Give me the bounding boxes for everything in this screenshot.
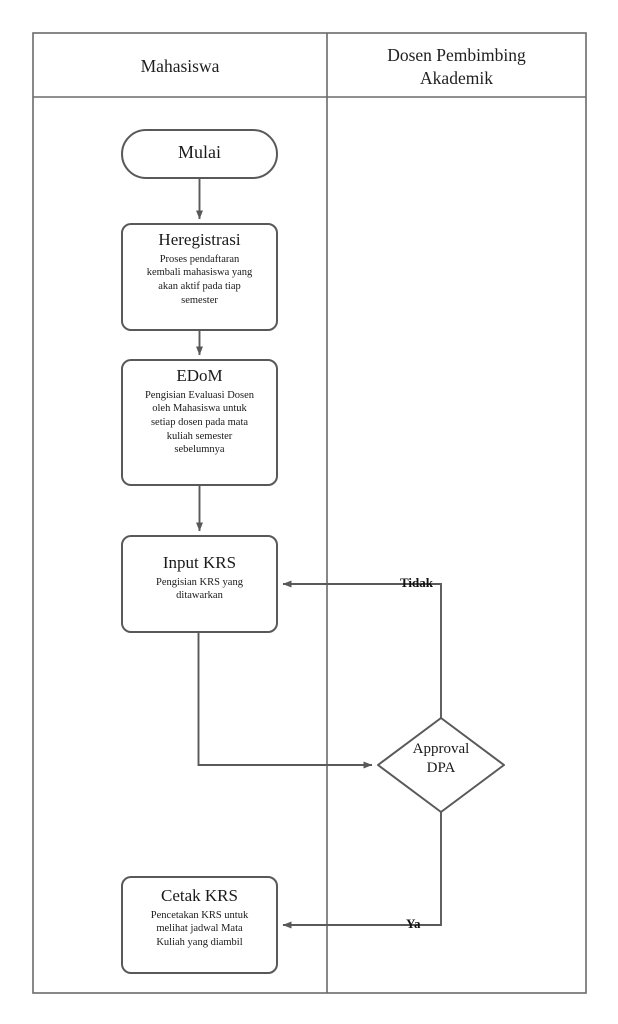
edge-label-ya: Ya [406, 916, 421, 931]
node-edom-label: EDoM Pengisian Evaluasi Dosen oleh Mahas… [122, 366, 277, 457]
lane-title-mahasiswa: Mahasiswa [140, 56, 220, 76]
node-approval-title-line2: DPA [426, 759, 456, 776]
nodes [121, 129, 505, 974]
node-cetak-krs-desc-line1: Pencetakan KRS untuk [150, 909, 249, 921]
node-cetak-krs-desc: Pencetakan KRS untuk melihat jadwal Mata… [122, 909, 277, 950]
node-heregistrasi-shape [121, 223, 278, 331]
node-heregistrasi-desc: Proses pendaftaran kembali mahasiswa yan… [122, 253, 277, 308]
node-heregistrasi-desc-line1: Proses pendaftaran [159, 253, 240, 265]
node-approval-title-line1: Approval [412, 741, 470, 757]
node-cetak-krs-desc-line2: melihat jadwal Mata [156, 923, 243, 935]
node-start-label: Mulai [122, 142, 277, 164]
node-input-krs-desc-line1: Pengisian KRS yang [156, 576, 243, 588]
lane-title-dpa-line1: Dosen Pembimbing [387, 45, 526, 65]
lane-title-dpa-line2: Akademik [420, 68, 493, 89]
node-edom-desc: Pengisian Evaluasi Dosen oleh Mahasiswa … [122, 389, 277, 457]
node-edom-desc-line5: sebelumnya [174, 444, 225, 456]
node-edom-shape [121, 359, 278, 486]
edge-approval-input-krs [282, 580, 442, 718]
node-edom-desc-line2: oleh Mahasiswa untuk [152, 403, 247, 415]
node-cetak-krs-title: Cetak KRS [161, 886, 238, 905]
node-cetak-krs-desc-line3: Kuliah yang diambil [156, 937, 243, 949]
node-heregistrasi-title: Heregistrasi [158, 230, 241, 249]
edge-label-tidak: Tidak [400, 575, 434, 590]
node-approval-label: Approval DPA [378, 740, 504, 778]
node-heregistrasi-label: Heregistrasi Proses pendaftaran kembali … [122, 230, 277, 307]
node-input-krs-title: Input KRS [162, 553, 237, 572]
node-cetak-krs-label: Cetak KRS Pencetakan KRS untuk melihat j… [122, 886, 277, 950]
node-edom-desc-line3: setiap dosen pada mata [150, 417, 249, 429]
swimlane-frame [32, 32, 587, 994]
node-input-krs-label: Input KRS Pengisian KRS yang ditawarkan [122, 553, 277, 603]
lane-title-dpa: Dosen Pembimbing Akademik [327, 44, 586, 90]
node-approval-shape [377, 717, 505, 813]
node-edom-desc-line4: kuliah semester [166, 430, 233, 442]
node-edom-title: EDoM [176, 366, 223, 385]
node-heregistrasi-desc-line4: semester [181, 294, 218, 306]
node-input-krs-shape [121, 535, 278, 633]
node-start-title: Mulai [178, 142, 221, 162]
node-edom-desc-line1: Pengisian Evaluasi Dosen [144, 389, 255, 401]
node-input-krs-desc-line2: ditawarkan [176, 590, 223, 602]
node-heregistrasi-desc-line3: akan aktif pada tiap [158, 281, 241, 293]
edge-approval-cetak-krs [282, 812, 442, 929]
node-cetak-krs-shape [121, 876, 278, 974]
node-start-shape [121, 129, 278, 179]
edge-input-krs-approval [197, 632, 373, 769]
connectors [196, 178, 442, 929]
node-input-krs-desc: Pengisian KRS yang ditawarkan [122, 576, 277, 603]
node-heregistrasi-desc-line2: kembali mahasiswa yang [146, 267, 253, 279]
